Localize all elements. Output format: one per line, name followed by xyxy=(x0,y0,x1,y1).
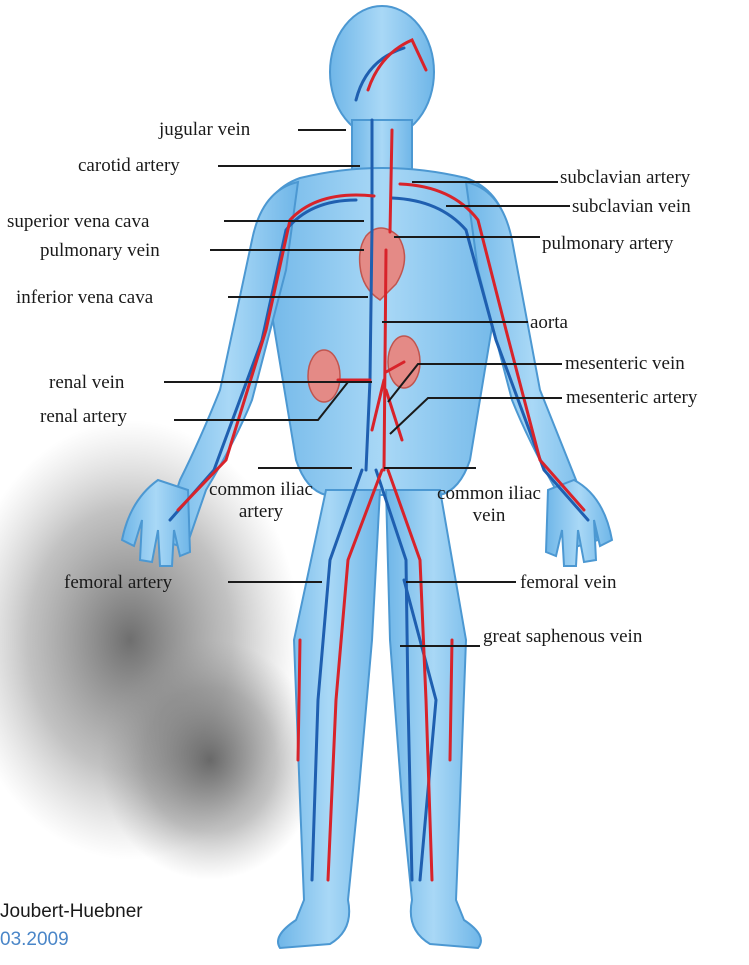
label-renal-vein: renal vein xyxy=(49,372,124,394)
label-great-saphenous-vein: great saphenous vein xyxy=(483,626,642,648)
label-superior-vena-cava: superior vena cava xyxy=(7,211,149,233)
credit-date: 03.2009 xyxy=(0,929,69,951)
label-mesenteric-vein: mesenteric vein xyxy=(565,353,685,375)
label-subclavian-vein: subclavian vein xyxy=(572,196,691,218)
label-common-iliac-artery-line1: common iliac xyxy=(186,479,336,501)
label-subclavian-artery: subclavian artery xyxy=(560,167,690,189)
credit-author: Joubert-Huebner xyxy=(0,901,143,923)
label-aorta: aorta xyxy=(530,312,568,334)
label-common-iliac-artery-line2: artery xyxy=(186,501,336,523)
label-pulmonary-artery: pulmonary artery xyxy=(542,233,673,255)
label-renal-artery: renal artery xyxy=(40,406,127,428)
label-femoral-vein: femoral vein xyxy=(520,572,617,594)
label-inferior-vena-cava: inferior vena cava xyxy=(16,287,153,309)
label-common-iliac-artery: common iliac artery xyxy=(186,479,336,523)
label-common-iliac-vein: common iliac vein xyxy=(414,483,564,527)
label-mesenteric-artery: mesenteric artery xyxy=(566,387,697,409)
left-kidney xyxy=(308,350,340,402)
label-pulmonary-vein: pulmonary vein xyxy=(40,240,160,262)
label-carotid-artery: carotid artery xyxy=(78,155,180,177)
label-jugular-vein: jugular vein xyxy=(159,119,250,141)
label-common-iliac-vein-line2: vein xyxy=(414,505,564,527)
label-common-iliac-vein-line1: common iliac xyxy=(414,483,564,505)
label-femoral-artery: femoral artery xyxy=(64,572,172,594)
